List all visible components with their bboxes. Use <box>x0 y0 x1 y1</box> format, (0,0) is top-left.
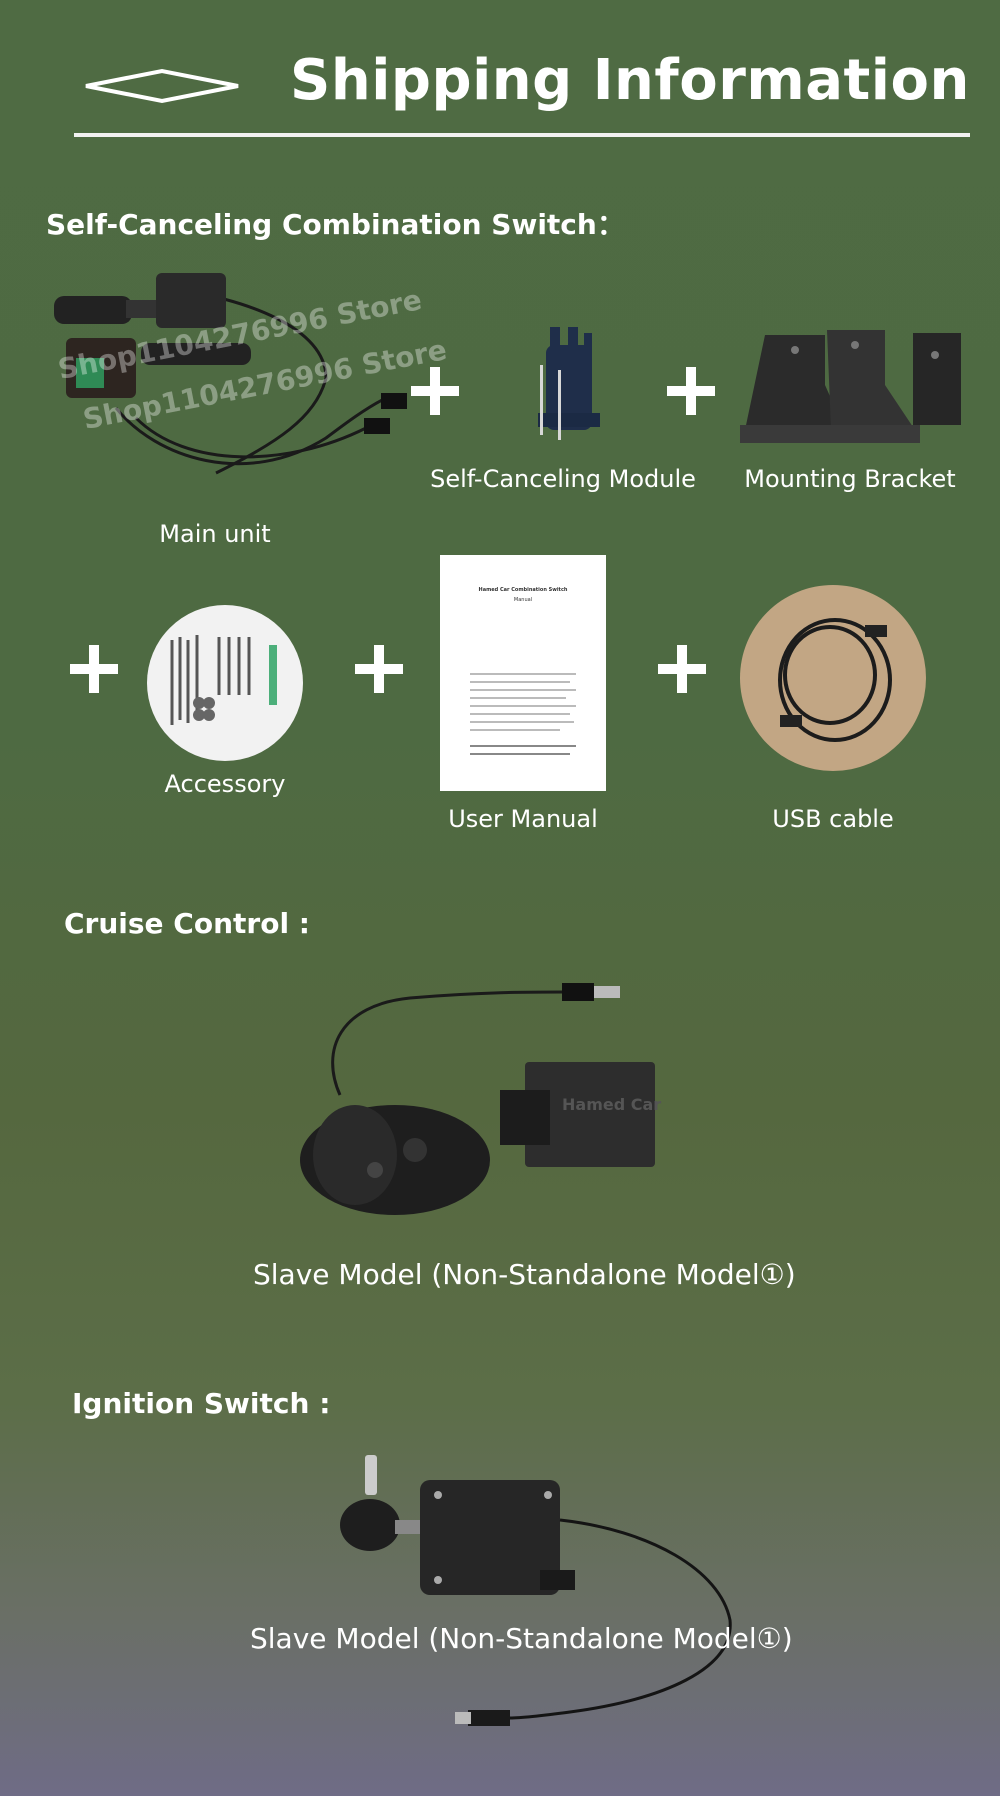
ignition-caption: Slave Model (Non-Standalone Model①) <box>250 1622 793 1655</box>
cruise-control-image: Hamed Car <box>300 983 661 1215</box>
self-canceling-module-image <box>538 327 600 440</box>
section-combination-switch: Self-Canceling Combination Switch： <box>46 208 625 241</box>
usb-cable-image <box>740 585 926 771</box>
manual-title-text: Hamed Car Combination Switch <box>478 587 568 593</box>
plus-icon <box>658 645 706 693</box>
user-manual-image: Hamed Car Combination Switch Manual <box>440 555 606 791</box>
plus-icon <box>667 367 715 415</box>
main-unit-image <box>54 273 407 475</box>
cruise-caption: Slave Model (Non-Standalone Model①) <box>253 1258 796 1291</box>
cruise-brand-text: Hamed Car <box>562 1095 661 1114</box>
plus-icon <box>411 367 459 415</box>
accessory-image <box>147 605 303 761</box>
section-ignition-switch: Ignition Switch : <box>72 1387 331 1420</box>
self-canceling-module-label: Self-Canceling Module <box>430 465 696 493</box>
plus-icon <box>355 645 403 693</box>
ignition-switch-image <box>340 1455 732 1726</box>
manual-subtitle-text: Manual <box>513 597 533 603</box>
section-cruise-control: Cruise Control : <box>64 907 310 940</box>
page-title: Shipping Information <box>290 48 970 113</box>
main-unit-label: Main unit <box>159 520 271 548</box>
accessory-label: Accessory <box>164 770 286 798</box>
plus-icon <box>70 645 118 693</box>
mounting-bracket-label: Mounting Bracket <box>744 465 956 493</box>
diamond-outline-icon <box>85 68 239 104</box>
user-manual-label: User Manual <box>448 805 598 833</box>
usb-cable-label: USB cable <box>772 805 894 833</box>
mounting-bracket-image <box>740 330 961 443</box>
title-divider <box>74 133 970 137</box>
